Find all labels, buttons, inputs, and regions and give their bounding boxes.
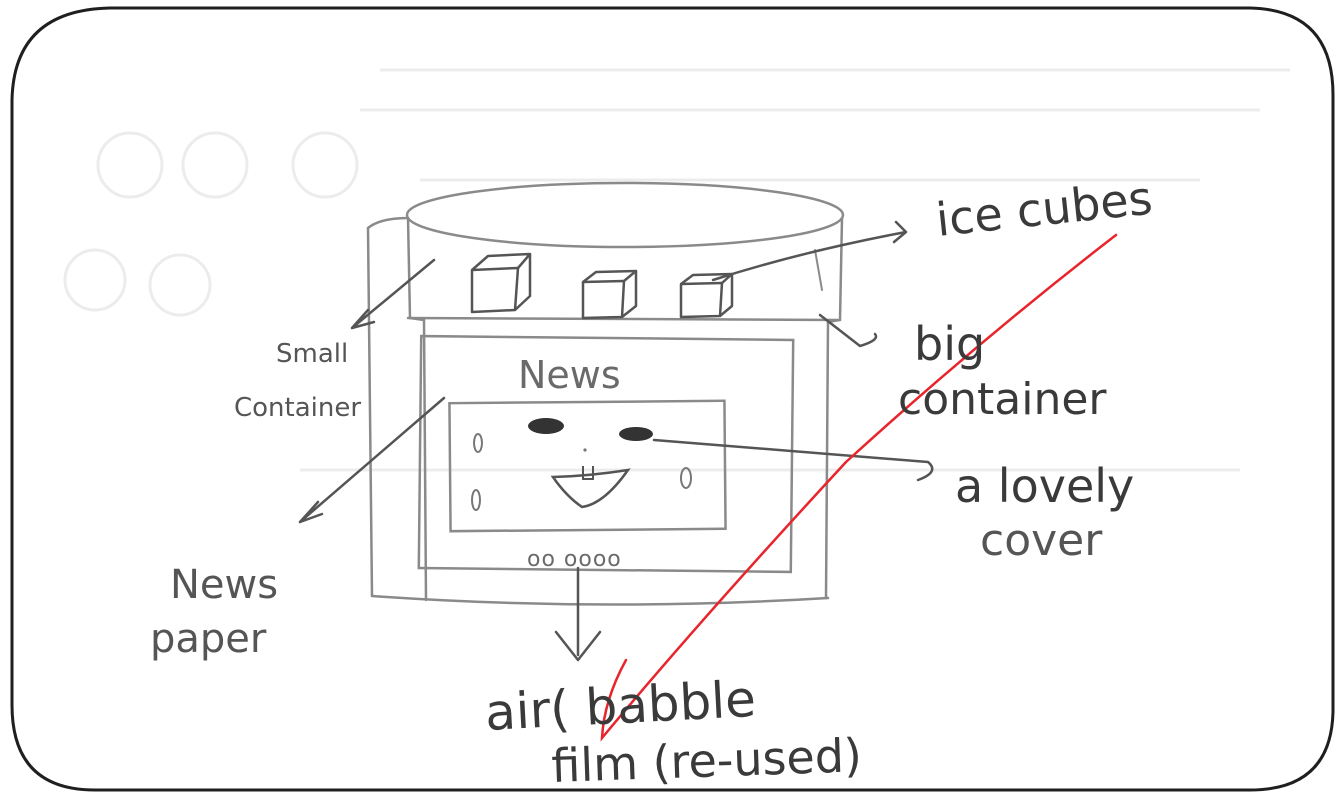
newspaper-label-line1: News xyxy=(170,562,278,608)
face-drawing xyxy=(472,418,691,510)
newspaper-cover-drawing xyxy=(449,401,725,531)
news-heading-label: News xyxy=(518,353,621,397)
lovely-cover-label-line1: a lovely xyxy=(955,459,1134,513)
ice-cubes-label: ice cubes xyxy=(934,171,1155,247)
small-container-label-line2: Container xyxy=(234,393,361,423)
ice-cubes-drawing xyxy=(472,254,732,318)
air-bubble-label-line2: film (re-used) xyxy=(550,728,862,793)
big-container-label-line1: big xyxy=(914,317,985,371)
big-container-label-line2: container xyxy=(898,374,1107,425)
ice-cubes-arrow xyxy=(713,222,906,280)
lovely-cover-label-line2: cover xyxy=(980,515,1103,566)
bubble-arrow xyxy=(556,568,600,660)
air-bubble-label-line1: air( babble xyxy=(484,670,758,742)
annotation-arrows xyxy=(300,222,932,660)
bubbles-label: oo oooo xyxy=(527,547,622,572)
small-container-label-line1: Small xyxy=(276,339,348,369)
card-frame xyxy=(12,8,1333,790)
newspaper-label-line2: paper xyxy=(150,616,267,662)
